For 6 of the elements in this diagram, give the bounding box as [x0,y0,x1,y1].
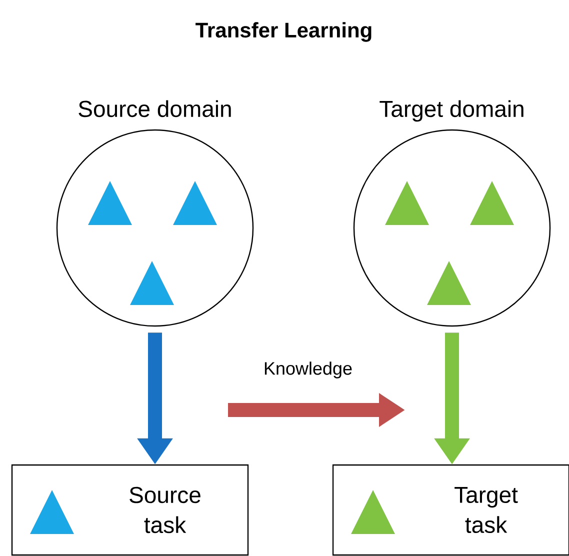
task-box: Source task [11,464,249,556]
node-label: Target domain [380,100,524,122]
node-label: Source domain [78,100,231,118]
task-box: Target task [332,464,569,556]
title: Transfer Learning [196,22,372,42]
arrow-label: Knowledge [264,362,352,378]
